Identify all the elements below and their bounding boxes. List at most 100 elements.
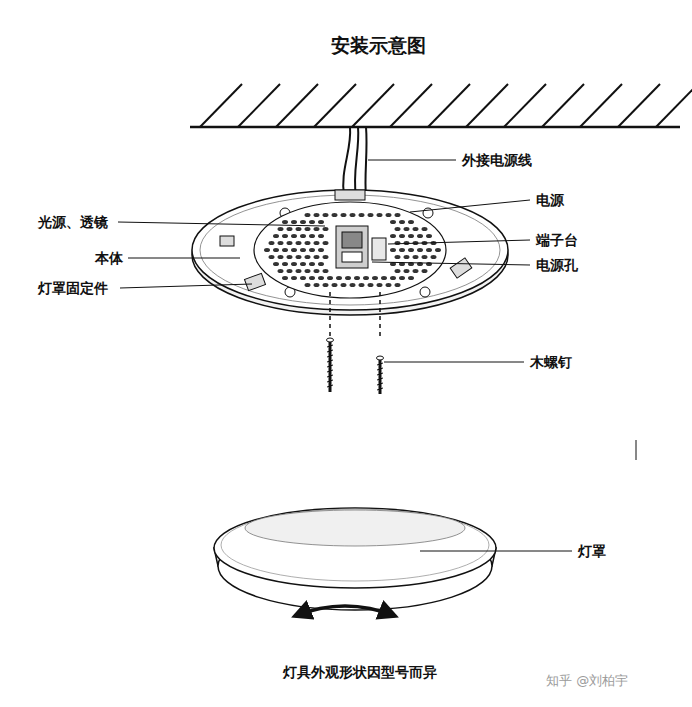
led-dot [413, 227, 419, 231]
screw-thread [377, 373, 383, 375]
led-dot [350, 213, 356, 217]
led-dot [282, 276, 288, 280]
part-label: 电源孔 [536, 257, 578, 274]
screw-thread [327, 380, 333, 382]
led-dot [341, 213, 347, 217]
hatch-line [542, 84, 584, 127]
led-dot [359, 283, 365, 287]
ceiling [190, 84, 692, 127]
led-dot [395, 213, 401, 217]
led-dot [278, 227, 284, 231]
led-dot [323, 241, 329, 245]
led-dot [296, 241, 302, 245]
title: 安装示意图 [331, 34, 426, 57]
part-label: 外接电源线 [462, 152, 532, 169]
led-dot [395, 255, 401, 259]
led-dot [278, 269, 284, 273]
led-dot [287, 227, 293, 231]
hatch-line [504, 84, 546, 127]
led-dot [381, 276, 387, 280]
screws [327, 292, 384, 394]
led-dot [327, 276, 333, 280]
led-dot [368, 213, 374, 217]
led-dot [300, 234, 306, 238]
hatch-line [314, 84, 356, 127]
power-wires [343, 127, 366, 196]
led-dot [291, 220, 297, 224]
led-dot [390, 234, 396, 238]
screw-thread [327, 355, 333, 357]
led-dot [323, 269, 329, 273]
led-dot [309, 262, 315, 266]
led-dot [305, 269, 311, 273]
led-dot [287, 255, 293, 259]
led-dot [300, 276, 306, 280]
led-dot [413, 269, 419, 273]
led-dot [345, 276, 351, 280]
led-dot [395, 241, 401, 245]
led-dot [426, 248, 432, 252]
led-dot [377, 213, 383, 217]
led-dot [291, 276, 297, 280]
led-dot [278, 255, 284, 259]
led-dot [408, 248, 414, 252]
led-dot [363, 276, 369, 280]
leader-lines [118, 160, 572, 551]
led-dot [377, 283, 383, 287]
led-dot [318, 276, 324, 280]
led-dot [431, 255, 437, 259]
caption: 灯具外观形状因型号而异 [283, 664, 437, 681]
led-dot [404, 255, 410, 259]
lamp-cover [214, 508, 496, 616]
led-dot [395, 283, 401, 287]
led-dot [291, 262, 297, 266]
screw-thread [377, 383, 383, 385]
part-label: 本体 [95, 250, 123, 267]
led-dot [368, 283, 374, 287]
led-dot [323, 255, 329, 259]
led-dot [318, 234, 324, 238]
watermark: 知乎 @刘柏宇 [546, 673, 628, 689]
part-label: 光源、透镜 [38, 214, 108, 231]
mark [636, 440, 637, 460]
led-dot [323, 283, 329, 287]
led-dot [287, 241, 293, 245]
led-dot [305, 213, 311, 217]
screw-thread [377, 378, 383, 380]
led-dot [395, 227, 401, 231]
led-dot [359, 213, 365, 217]
screw-thread [327, 360, 333, 362]
led-dot [399, 234, 405, 238]
led-dot [300, 262, 306, 266]
led-dot [309, 248, 315, 252]
part-label: 电源 [536, 192, 564, 209]
led-dot [422, 269, 428, 273]
led-dot [314, 241, 320, 245]
led-dot [332, 213, 338, 217]
hatch-line [466, 84, 508, 127]
screw-thread [327, 375, 333, 377]
part-label: 端子台 [536, 232, 578, 249]
screw-thread [327, 345, 333, 347]
led-dot [296, 255, 302, 259]
screw-thread [327, 365, 333, 367]
led-dot [336, 276, 342, 280]
led-dot [309, 220, 315, 224]
led-dot [282, 262, 288, 266]
led-dot [273, 248, 279, 252]
led-dot [300, 248, 306, 252]
led-dot [318, 248, 324, 252]
led-dot [404, 227, 410, 231]
led-dot [291, 234, 297, 238]
led-dot [417, 234, 423, 238]
led-dot [305, 227, 311, 231]
led-dot [395, 269, 401, 273]
led-dot [404, 269, 410, 273]
led-dot [386, 283, 392, 287]
led-dot [309, 234, 315, 238]
led-dot [287, 269, 293, 273]
led-dot [422, 227, 428, 231]
led-dot [399, 220, 405, 224]
led-dot [296, 269, 302, 273]
